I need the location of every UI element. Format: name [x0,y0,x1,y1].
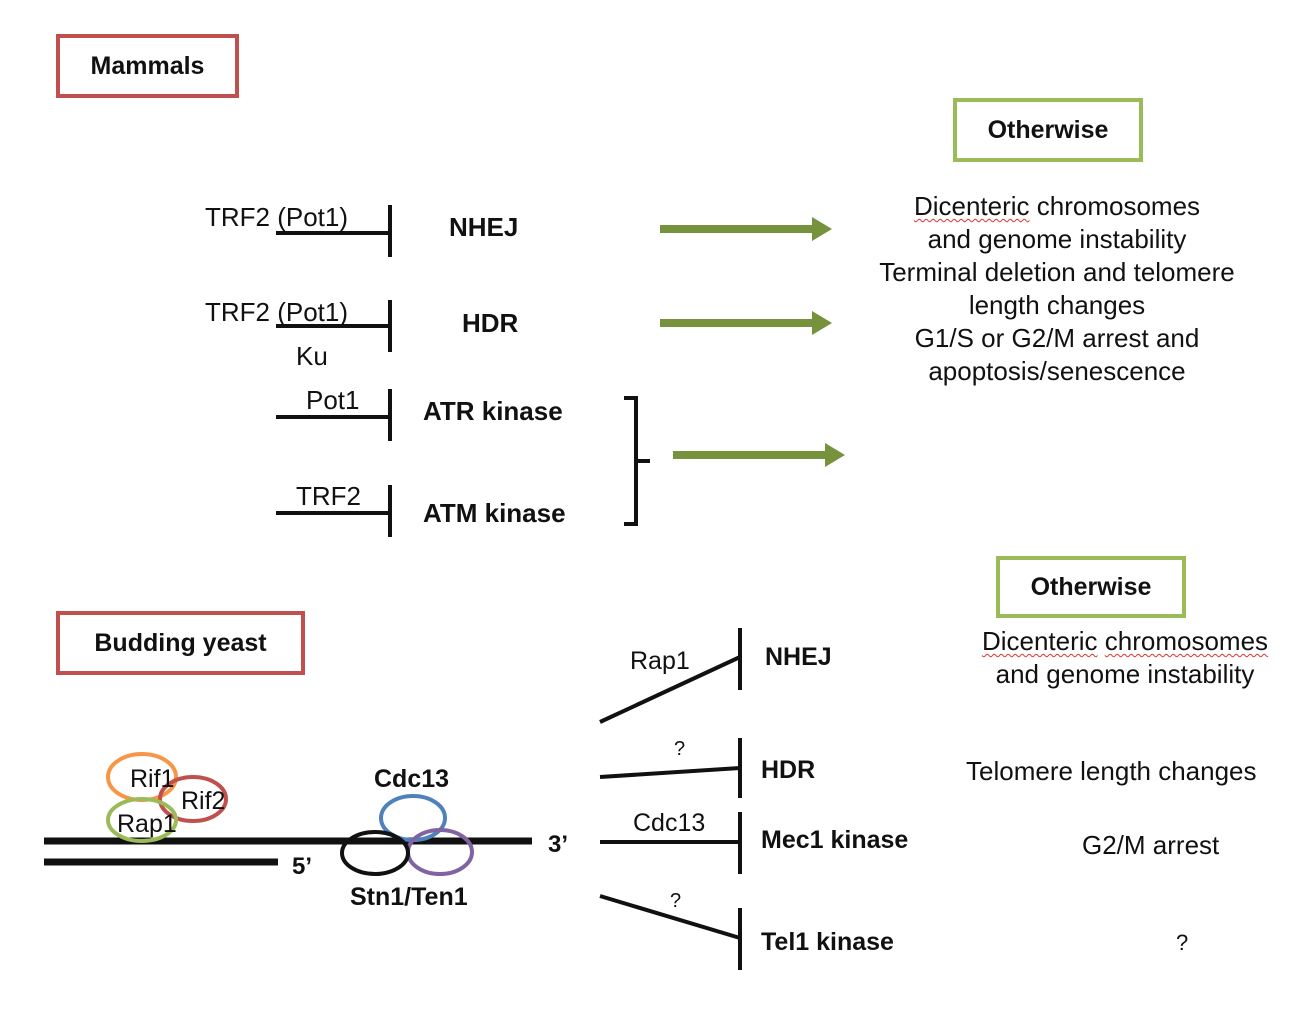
mammals-outcomes: Dicenteric chromosomes and genome instab… [850,190,1264,388]
bracket [624,396,650,526]
rif2-label: Rif2 [181,787,226,815]
yeast-title-box: Budding yeast [56,611,305,675]
rap1-circle [106,797,178,843]
yeast-otherwise-label: Otherwise [1030,572,1152,601]
mammals-target-atm: ATM kinase [423,498,566,528]
yeast-outcome-nhej: Dicenteric chromosomes and genome instab… [955,625,1295,691]
protein-circles [106,752,474,876]
mammals-inhibition-lines [276,205,392,537]
three-prime-label: 3’ [548,831,569,858]
mammals-inhibitor-2b: Ku [296,341,328,371]
ten1-circle [406,828,474,876]
yeast-target-tel1: Tel1 kinase [761,928,894,956]
yeast-outcome-line-1: Dicenteric chromosomes [955,625,1295,658]
outcome-line-4: length changes [968,290,1146,320]
yeast-outcome-word-chromosomes: chromosomes [1104,626,1269,656]
yeast-target-hdr: HDR [761,756,816,784]
mammals-inhibitor-3: Pot1 [306,385,360,415]
mammals-target-hdr: HDR [462,308,519,338]
mammals-otherwise-label: Otherwise [987,115,1109,144]
rap1-label: Rap1 [117,810,177,838]
outcome-word-chromosomes: chromosomes [1036,191,1201,221]
mammals-title: Mammals [90,51,205,80]
yeast-inhibitor-rap1: Rap1 [630,647,690,675]
yeast-outcome-mec1: G2/M arrest [1082,830,1220,860]
yeast-title: Budding yeast [94,628,267,657]
mammals-inhibitor-1: TRF2 (Pot1) [205,202,349,232]
outcome-line-5: G1/S or G2/M arrest and [914,323,1200,353]
yeast-inhibitor-q1: ? [674,738,686,760]
stn1-ten1-label: Stn1/Ten1 [350,883,468,911]
mammals-arrows [660,217,845,467]
rif1-label: Rif1 [130,765,175,793]
mammals-otherwise-box: Otherwise [953,98,1143,162]
yeast-outcome-line-2: and genome instability [995,659,1255,689]
outcome-line-1: Dicenteric chromosomes [850,190,1264,223]
yeast-inhibition-lines [599,628,742,970]
outcome-word-dicenteric: Dicenteric [913,191,1030,221]
yeast-target-nhej: NHEJ [765,643,832,671]
yeast-outcome-word-dicenteric: Dicenteric [981,626,1098,656]
outcome-line-3: Terminal deletion and telomere [879,257,1235,287]
yeast-otherwise-box: Otherwise [996,556,1186,618]
yeast-outcome-hdr: Telomere length changes [966,756,1257,786]
dna-strands [44,837,532,866]
mammals-inhibitor-4: TRF2 [296,481,361,511]
yeast-inhibitor-q2: ? [670,890,682,912]
five-prime-label: 5’ [292,853,313,880]
cdc13-label: Cdc13 [374,765,450,793]
rif2-circle [158,775,228,823]
mammals-title-box: Mammals [56,34,239,98]
yeast-inhibitor-cdc13: Cdc13 [633,809,706,837]
outcome-line-6: apoptosis/senescence [928,356,1186,386]
yeast-outcome-tel1: ? [1176,930,1189,955]
mammals-target-atr: ATR kinase [423,396,563,426]
mammals-inhibitor-2: TRF2 (Pot1) [205,297,349,327]
yeast-target-mec1: Mec1 kinase [761,826,909,854]
stn1-circle [340,830,410,876]
mammals-target-nhej: NHEJ [449,212,519,242]
outcome-line-2: and genome instability [927,224,1187,254]
